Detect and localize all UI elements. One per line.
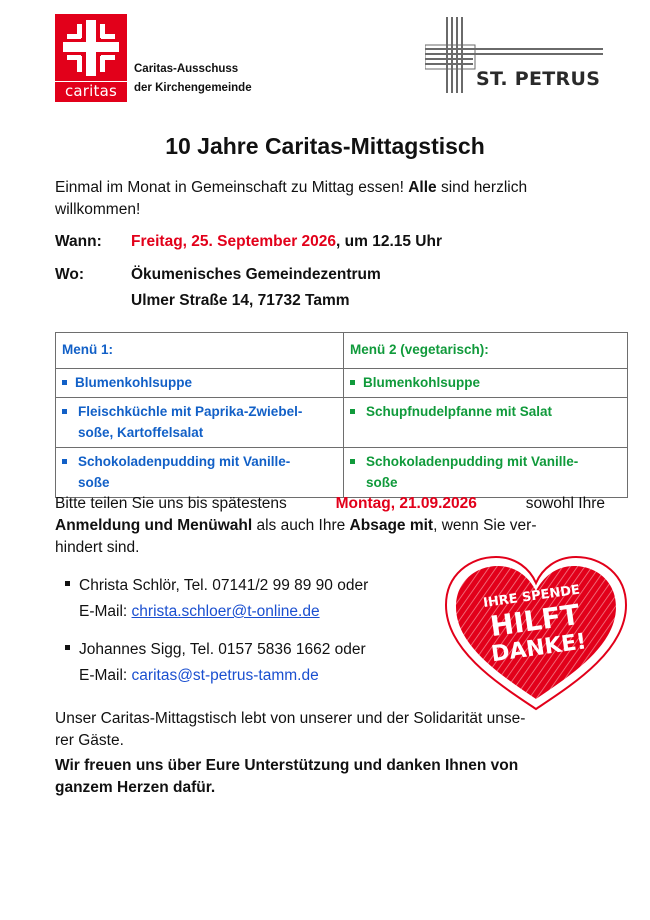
registration-t4: , wenn Sie ver- — [433, 517, 537, 534]
menu2-header: Menü 2 (vegetarisch): — [343, 332, 628, 369]
contact-item: Johannes Sigg, Tel. 0157 5836 1662 oder … — [65, 637, 368, 689]
bullet-icon — [62, 409, 67, 414]
menu2-item-dessert-line2: soße — [366, 475, 398, 490]
menu-cell: Schokoladenpudding mit Vanille-soße — [343, 447, 628, 498]
menu-row: Blumenkohlsuppe Blumenkohlsuppe — [55, 368, 628, 398]
menu1-item-main-line2: soße, Kartoffelsalat — [78, 425, 204, 440]
contact-2-line: Johannes Sigg, Tel. 0157 5836 1662 oder — [79, 641, 366, 658]
menu-row: Fleischküchle mit Paprika-Zwiebel-soße, … — [55, 397, 628, 448]
when-value: Freitag, 25. September 2026, um 12.15 Uh… — [131, 233, 442, 251]
registration-line-2: Anmeldung und Menüwahl als auch Ihre Abs… — [55, 515, 605, 537]
menu-table: Menü 1: Menü 2 (vegetarisch): Blumenkohl… — [55, 332, 628, 498]
registration-t3: als auch Ihre — [252, 517, 350, 534]
org-line-1: Caritas-Ausschuss — [134, 63, 239, 75]
thanks-text: Wir freuen uns über Eure Unterstützung u… — [55, 755, 605, 799]
registration-line-3: hindert sind. — [55, 539, 140, 556]
bullet-icon — [350, 459, 355, 464]
contact-2-email-link[interactable]: caritas@st-petrus-tamm.de — [131, 667, 319, 684]
contact-item: Christa Schlör, Tel. 07141/2 99 89 90 od… — [65, 573, 368, 625]
thanks-line-2: ganzem Herzen dafür. — [55, 779, 216, 796]
menu1-item-dessert-line1: Schokoladenpudding mit Vanille- — [78, 454, 291, 469]
bullet-icon — [65, 581, 70, 587]
solidarity-line-2: rer Gäste. — [55, 732, 124, 749]
menu-cell: Blumenkohlsuppe — [55, 368, 344, 398]
intro-after: sind herzlich willkommen! — [55, 179, 528, 218]
bullet-icon — [65, 645, 70, 651]
menu1-item-main-line1: Fleischküchle mit Paprika-Zwiebel- — [78, 404, 303, 419]
intro-text: Einmal im Monat in Gemeinschaft zu Mitta… — [55, 177, 605, 221]
registration-text: Bitte teilen Sie uns bis spätestens Mont… — [55, 493, 605, 559]
menu2-item-dessert-line1: Schokoladenpudding mit Vanille- — [366, 454, 579, 469]
menu1-item-soup: Blumenkohlsuppe — [75, 375, 193, 390]
contact-list: Christa Schlör, Tel. 07141/2 99 89 90 od… — [65, 573, 368, 689]
registration-t1: Bitte teilen Sie uns bis spätestens — [55, 495, 287, 512]
registration-bold-2: Absage mit — [349, 517, 434, 534]
registration-deadline: Montag, 21.09.2026 — [335, 495, 477, 512]
org-line-2: der Kirchengemeinde — [134, 82, 252, 94]
caritas-wordmark: caritas — [64, 82, 118, 100]
registration-bold-1: Anmeldung und Menüwahl — [55, 517, 253, 534]
intro-bold: Alle — [408, 179, 437, 196]
donation-heart-icon: IHRE SPENDE HILFT DANKE! — [444, 555, 628, 711]
solidarity-line-1: Unser Caritas-Mittagstisch lebt von unse… — [55, 710, 526, 727]
page-title: 10 Jahre Caritas-Mittagstisch — [165, 133, 485, 159]
menu1-header: Menü 1: — [55, 332, 344, 369]
contact-1-email-link[interactable]: christa.schloer@t-online.de — [131, 603, 320, 620]
menu-header-row: Menü 1: Menü 2 (vegetarisch): — [55, 332, 628, 369]
where-line-1: Ökumenisches Gemeindezentrum — [131, 266, 381, 283]
when-label: Wann: — [55, 233, 102, 250]
solidarity-text: Unser Caritas-Mittagstisch lebt von unse… — [55, 708, 605, 752]
st-petrus-cross-icon — [425, 17, 603, 93]
where-line-2: Ulmer Straße 14, 71732 Tamm — [131, 292, 350, 309]
menu2-item-main: Schupfnudelpfanne mit Salat — [366, 404, 553, 419]
menu-cell: Schupfnudelpfanne mit Salat — [343, 397, 628, 448]
event-time: , um 12.15 Uhr — [336, 233, 443, 250]
caritas-logo: caritas — [55, 14, 127, 102]
contact-2-email-label: E-Mail: — [79, 667, 132, 684]
menu-cell: Blumenkohlsuppe — [343, 368, 628, 398]
bullet-icon — [62, 380, 67, 385]
registration-t2: sowohl Ihre — [525, 495, 605, 512]
bullet-icon — [350, 380, 355, 385]
bullet-icon — [62, 459, 67, 464]
contact-1-line: Christa Schlör, Tel. 07141/2 99 89 90 od… — [79, 577, 369, 594]
thanks-line-1: Wir freuen uns über Eure Unterstützung u… — [55, 757, 519, 774]
menu2-item-soup: Blumenkohlsuppe — [363, 375, 481, 390]
contact-1-email-label: E-Mail: — [79, 603, 132, 620]
caritas-flame-cross-icon — [55, 20, 127, 82]
menu-cell: Schokoladenpudding mit Vanille-soße — [55, 447, 344, 498]
menu1-item-dessert-line2: soße — [78, 475, 110, 490]
organization-name: Caritas-Ausschuss der Kirchengemeinde — [134, 60, 252, 98]
where-label: Wo: — [55, 266, 84, 283]
bullet-icon — [350, 409, 355, 414]
menu-cell: Fleischküchle mit Paprika-Zwiebel-soße, … — [55, 397, 344, 448]
menu-row: Schokoladenpudding mit Vanille-soße Scho… — [55, 447, 628, 498]
parish-name: ST. PETRUS — [476, 68, 601, 90]
event-date: Freitag, 25. September 2026 — [131, 233, 337, 250]
registration-line-1: Bitte teilen Sie uns bis spätestens Mont… — [55, 493, 605, 515]
intro-before: Einmal im Monat in Gemeinschaft zu Mitta… — [55, 179, 409, 196]
